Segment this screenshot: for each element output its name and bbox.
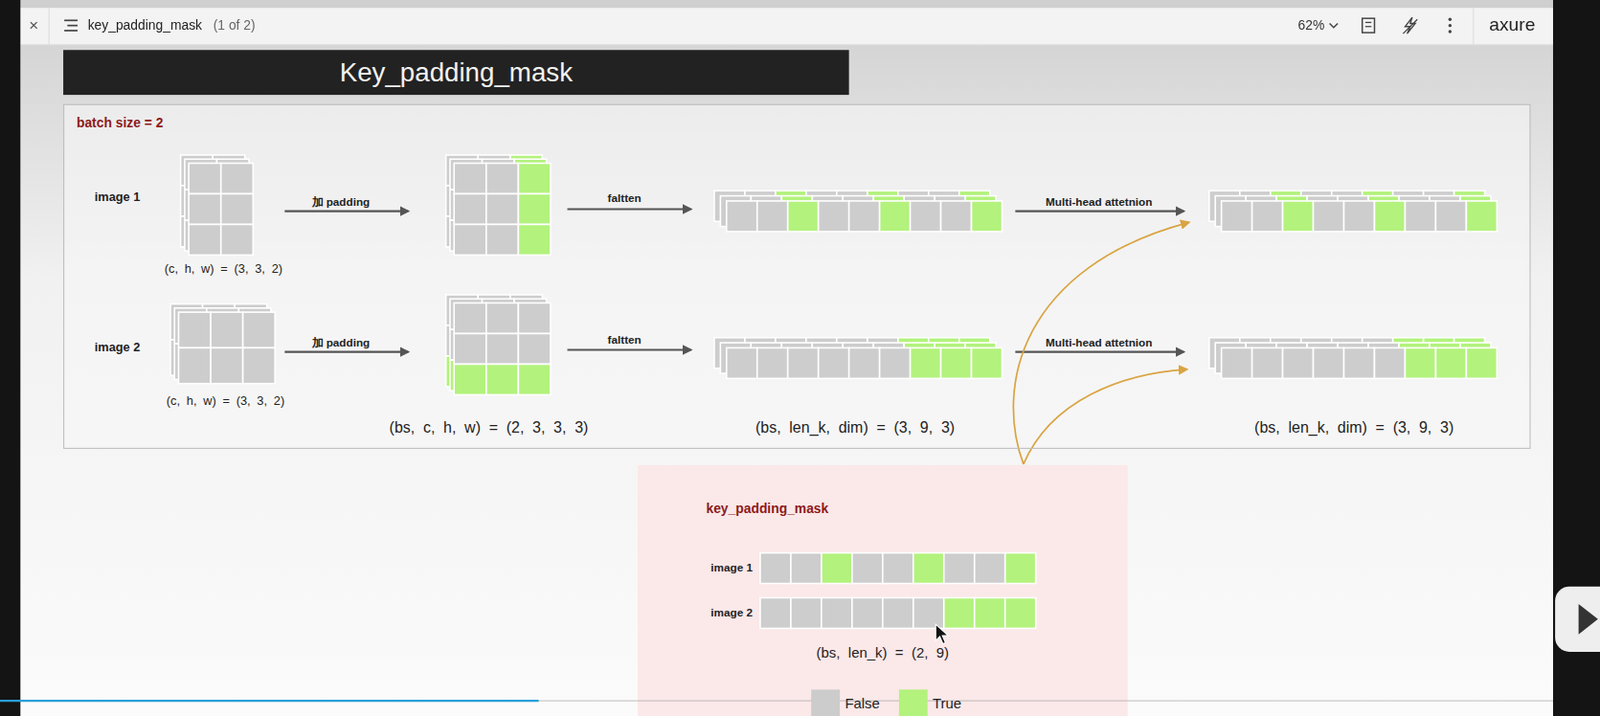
page-count: (1 of 2) bbox=[213, 17, 256, 34]
row-label: image 1 bbox=[710, 562, 753, 576]
arrow-label: faltten bbox=[608, 192, 642, 206]
close-icon: × bbox=[28, 15, 39, 35]
title-text: Key_padding_mask bbox=[339, 56, 573, 89]
brand-logo: axure bbox=[1488, 14, 1535, 37]
legend-text: True bbox=[932, 695, 962, 713]
arrow-label: Multi-head attetnion bbox=[1045, 195, 1152, 209]
shape-label: (bs, len_k, dim) = (3, 9, 3) bbox=[755, 418, 955, 437]
shape-label: (c, h, w) = (3, 3, 2) bbox=[164, 262, 283, 277]
shape-label: (bs, c, h, w) = (2, 3, 3, 3) bbox=[389, 418, 589, 437]
arrow-label: 加 padding bbox=[312, 195, 371, 209]
page-name: key_padding_mask bbox=[88, 17, 203, 34]
panel-heading: batch size = 2 bbox=[76, 114, 163, 132]
panel-heading: key_padding_mask bbox=[705, 500, 829, 518]
shape-label: (c, h, w) = (3, 3, 2) bbox=[166, 393, 285, 408]
zoom-level: 62% bbox=[1298, 17, 1326, 34]
legend-swatch bbox=[811, 689, 840, 716]
legend-text: False bbox=[844, 695, 879, 713]
mask-panel: key_padding_mask bbox=[637, 465, 1128, 716]
shape-label: (bs, len_k) = (2, 9) bbox=[816, 644, 950, 662]
shape-label: (bs, len_k, dim) = (3, 9, 3) bbox=[1254, 418, 1454, 437]
legend-swatch bbox=[899, 689, 928, 716]
arrow-label: 加 padding bbox=[312, 336, 371, 350]
image-label: image 1 bbox=[94, 189, 141, 204]
image-label: image 2 bbox=[94, 340, 141, 356]
arrow-label: faltten bbox=[608, 333, 642, 347]
row-label: image 2 bbox=[710, 606, 753, 620]
title-bar: Key_padding_mask bbox=[63, 49, 850, 95]
arrow-label: Multi-head attetnion bbox=[1045, 336, 1152, 350]
